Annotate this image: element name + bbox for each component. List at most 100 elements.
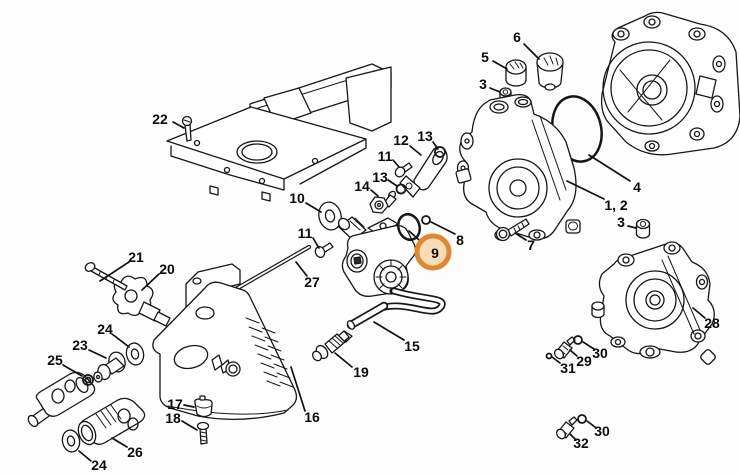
- leader-line-30-21: [586, 420, 596, 428]
- plug-5-part: [505, 59, 527, 87]
- washer-24a-part: [125, 342, 145, 366]
- part-callout-30-21[interactable]: 30: [594, 423, 610, 439]
- part-callout-31-20[interactable]: 31: [560, 360, 576, 376]
- leader-line-19-35: [334, 352, 353, 368]
- part-callout-20-24[interactable]: 20: [159, 261, 175, 277]
- cap-17-part: [194, 395, 213, 418]
- part-callout-28-17[interactable]: 28: [704, 315, 720, 331]
- leader-line-11-8: [392, 159, 400, 168]
- part-callout-4-4[interactable]: 4: [633, 179, 641, 195]
- cylinder-12-part: [399, 146, 448, 198]
- part-callout-8-13[interactable]: 8: [456, 232, 464, 248]
- pump-housing-left-part: [455, 94, 577, 241]
- housing-16-part: [152, 281, 298, 421]
- leader-line-17-30: [183, 404, 195, 408]
- leader-line-8-13: [430, 221, 456, 235]
- part-callout-11-12[interactable]: 11: [298, 225, 313, 241]
- part-callout-29-19[interactable]: 29: [576, 353, 592, 369]
- part-callout-3-16[interactable]: 3: [617, 214, 625, 230]
- bolt-7-part: [495, 218, 530, 242]
- leader-line-14-10: [370, 189, 379, 197]
- part-callout-22-0[interactable]: 22: [152, 111, 168, 127]
- leader-line-30-18: [582, 341, 595, 350]
- leader-line-6-2: [523, 43, 540, 60]
- part-callout-15-34[interactable]: 15: [404, 338, 420, 354]
- part-callout-23-26[interactable]: 23: [72, 337, 88, 353]
- plug-28-side-part: [591, 301, 605, 319]
- screw-11a-part: [394, 162, 413, 178]
- leader-line-24-25: [111, 333, 130, 348]
- leader-line-4-4: [588, 154, 631, 182]
- part-callout-6-2[interactable]: 6: [513, 29, 521, 45]
- highlighted-part-circle[interactable]: [414, 233, 452, 271]
- top-cover-handle-part: [166, 63, 392, 202]
- o-ring-13b-part: [395, 183, 407, 195]
- part-callout-16-32[interactable]: 16: [304, 409, 320, 425]
- leader-line-13-7: [432, 141, 439, 150]
- valve-32-part: [555, 416, 578, 440]
- screw-21-part: [84, 262, 128, 291]
- leader-line-3-3: [489, 87, 501, 93]
- oil-cap-6-part: [536, 52, 564, 91]
- part-callout-24-29[interactable]: 24: [91, 457, 107, 473]
- part-callout-30-18[interactable]: 30: [592, 345, 608, 361]
- part-callout-26-28[interactable]: 26: [127, 444, 143, 460]
- o-ring-25-part: [82, 374, 94, 386]
- crankcase-part: [600, 11, 740, 156]
- part-callout-17-30[interactable]: 17: [167, 396, 183, 412]
- part-callout-14-10[interactable]: 14: [354, 178, 370, 194]
- coupler-26-part: [77, 397, 146, 446]
- part-callout-18-31[interactable]: 18: [165, 410, 181, 426]
- leader-line-7-15: [514, 232, 527, 241]
- o-ring-8-part: [421, 215, 431, 225]
- part-callout-13-9[interactable]: 13: [372, 169, 388, 185]
- part-callout-32-22[interactable]: 32: [573, 435, 589, 451]
- leader-line-11-12: [312, 237, 320, 249]
- screw-11c-part: [314, 242, 334, 259]
- hex-nut-part: [565, 219, 581, 234]
- part-callout-13-7[interactable]: 13: [417, 128, 433, 144]
- leader-line-13-9: [387, 179, 398, 187]
- leader-line-10-11: [305, 202, 322, 213]
- leader-line-29-19: [569, 349, 578, 357]
- part-callout-10-11[interactable]: 10: [289, 190, 305, 206]
- o-ring-13a-part: [434, 146, 446, 158]
- plug-3-lower-part: [635, 218, 651, 239]
- part-callout-27-33[interactable]: 27: [304, 274, 320, 290]
- part-callout-11-8[interactable]: 11: [378, 148, 393, 164]
- leader-line-21-23: [99, 261, 130, 282]
- o-ring-30b-part: [577, 414, 587, 424]
- part-callout-7-15[interactable]: 7: [527, 237, 535, 253]
- part-callout-5-1[interactable]: 5: [481, 49, 489, 65]
- pump-head-part: [337, 216, 417, 297]
- part-callout-3-3[interactable]: 3: [479, 76, 487, 92]
- part-callout-25-27[interactable]: 25: [47, 352, 63, 368]
- rod-27-part: [226, 244, 312, 296]
- part-callout-24-25[interactable]: 24: [97, 321, 113, 337]
- leader-line-18-31: [181, 420, 198, 431]
- nozzle-19-part: [311, 330, 353, 362]
- part-callout-9-14[interactable]: 9: [431, 245, 439, 261]
- leader-line-24-29: [78, 450, 92, 462]
- valve-29-part: [553, 336, 576, 360]
- leader-line-12-6: [409, 145, 422, 156]
- screw-18-part: [196, 421, 210, 445]
- washer-10-part: [318, 201, 342, 231]
- leader-line-3-16: [627, 225, 637, 229]
- leader-line-20-24: [141, 273, 160, 291]
- washer-24b-part: [61, 429, 81, 453]
- part-callout-19-35[interactable]: 19: [353, 364, 369, 380]
- part-callout-21-23[interactable]: 21: [128, 249, 144, 265]
- leader-line-12-5: [566, 180, 605, 200]
- part-callout-12-5[interactable]: 1, 2: [604, 197, 628, 213]
- leader-line-16-32: [290, 366, 306, 412]
- leader-line-31-20: [551, 356, 561, 364]
- leader-line-5-1: [492, 60, 508, 70]
- part-callout-12-6[interactable]: 12: [393, 132, 409, 148]
- leader-line-32-22: [569, 433, 577, 441]
- fitting-23-part: [93, 351, 126, 383]
- leader-line-22-0: [172, 121, 185, 129]
